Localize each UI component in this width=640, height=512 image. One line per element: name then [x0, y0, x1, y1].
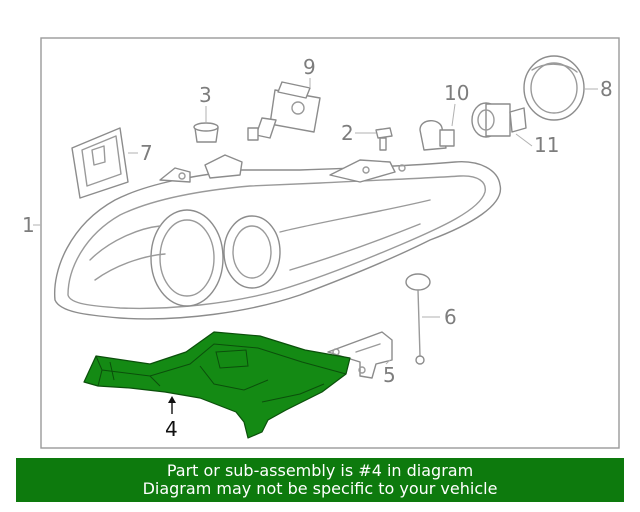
parts-diagram: 1 2 3 7 9 10 11 — [22, 37, 620, 449]
cap-part-3 — [193, 122, 219, 143]
socket-part-11 — [471, 102, 527, 138]
callout-10: 10 — [444, 81, 469, 105]
callout-11: 11 — [534, 133, 559, 157]
diagram-frame — [40, 37, 620, 449]
bulb-part-10 — [419, 120, 455, 151]
headlamp-assembly — [53, 154, 502, 320]
bulb-part-9 — [247, 81, 321, 141]
callout-7: 7 — [140, 141, 153, 165]
callout-9: 9 — [303, 55, 316, 79]
banner-line-1: Part or sub-assembly is #4 in diagram — [166, 461, 474, 480]
callout-2: 2 — [341, 121, 354, 145]
callout-3: 3 — [199, 83, 212, 107]
callout-8: 8 — [600, 77, 613, 101]
callout-5: 5 — [383, 363, 396, 387]
callout-1: 1 — [22, 213, 35, 237]
bracket-part-5 — [327, 331, 393, 379]
banner-line-2: Diagram may not be specific to your vehi… — [142, 479, 498, 498]
adjuster-part-6 — [405, 273, 431, 365]
info-banner: Part or sub-assembly is #4 in diagram Di… — [16, 458, 624, 502]
callout-4: 4 — [165, 417, 178, 441]
module-part-7 — [71, 127, 129, 199]
shield-part-4 — [83, 331, 351, 439]
cover-part-8 — [523, 55, 585, 121]
callout-6: 6 — [444, 305, 457, 329]
bolt-part-2 — [375, 127, 393, 151]
